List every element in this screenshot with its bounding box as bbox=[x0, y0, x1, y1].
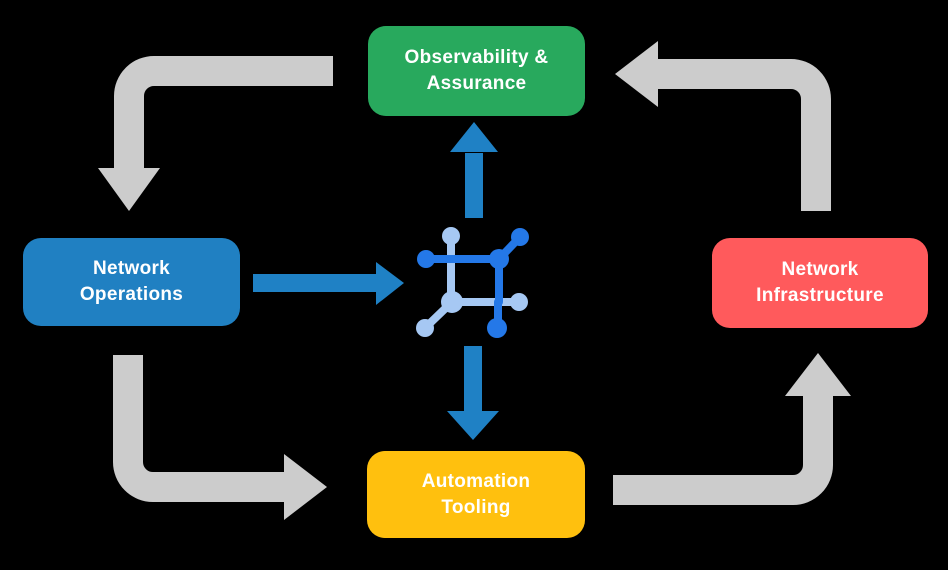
node-network-infrastructure: Network Infrastructure bbox=[712, 238, 928, 328]
node-observability-assurance: Observability & Assurance bbox=[368, 26, 585, 116]
node-label-line: Operations bbox=[79, 284, 184, 305]
arrow-shaft bbox=[113, 355, 286, 502]
arrow-head-down-icon bbox=[98, 168, 160, 211]
network-hub-icon bbox=[416, 227, 529, 338]
arrow-head-down-icon bbox=[447, 411, 499, 440]
arrow-hub-to-observability bbox=[450, 122, 498, 218]
icon-node bbox=[487, 318, 507, 338]
node-automation-tooling: Automation Tooling bbox=[367, 451, 585, 538]
arrow-operations-to-hub bbox=[253, 262, 404, 305]
network-hub-icon-secondary bbox=[416, 227, 528, 337]
arrow-infrastructure-to-observability bbox=[615, 41, 831, 211]
icon-node bbox=[416, 319, 434, 337]
icon-node bbox=[442, 227, 460, 245]
arrow-shaft bbox=[658, 59, 831, 211]
icon-node bbox=[417, 250, 435, 268]
node-network-operations: Network Operations bbox=[23, 238, 240, 326]
arrow-automation-to-infrastructure bbox=[613, 353, 851, 505]
arrow-head-right-icon bbox=[284, 454, 327, 520]
arrow-operations-to-automation bbox=[113, 355, 327, 520]
icon-node bbox=[489, 249, 509, 269]
arrow-hub-to-automation bbox=[447, 346, 499, 440]
icon-node bbox=[510, 293, 528, 311]
node-label-line: Network bbox=[92, 258, 171, 279]
network-hub-icon-primary bbox=[417, 228, 529, 338]
node-label-line: Infrastructure bbox=[756, 285, 884, 306]
node-label-line: Tooling bbox=[441, 496, 511, 518]
node-label-line: Observability & bbox=[404, 47, 549, 68]
icon-node bbox=[441, 291, 463, 313]
icon-node bbox=[511, 228, 529, 246]
arrow-observability-to-operations bbox=[98, 56, 333, 211]
arrow-head-left-icon bbox=[615, 41, 658, 107]
node-label-line: Automation bbox=[421, 470, 531, 492]
arrow-shaft bbox=[613, 395, 833, 505]
arrow-head-up-icon bbox=[785, 353, 851, 396]
arrow-head-up-icon bbox=[450, 122, 498, 152]
node-label-line: Assurance bbox=[426, 73, 527, 94]
arrow-head-right-icon bbox=[376, 262, 404, 305]
arrow-shaft bbox=[114, 56, 333, 170]
node-label-line: Network bbox=[781, 259, 859, 280]
